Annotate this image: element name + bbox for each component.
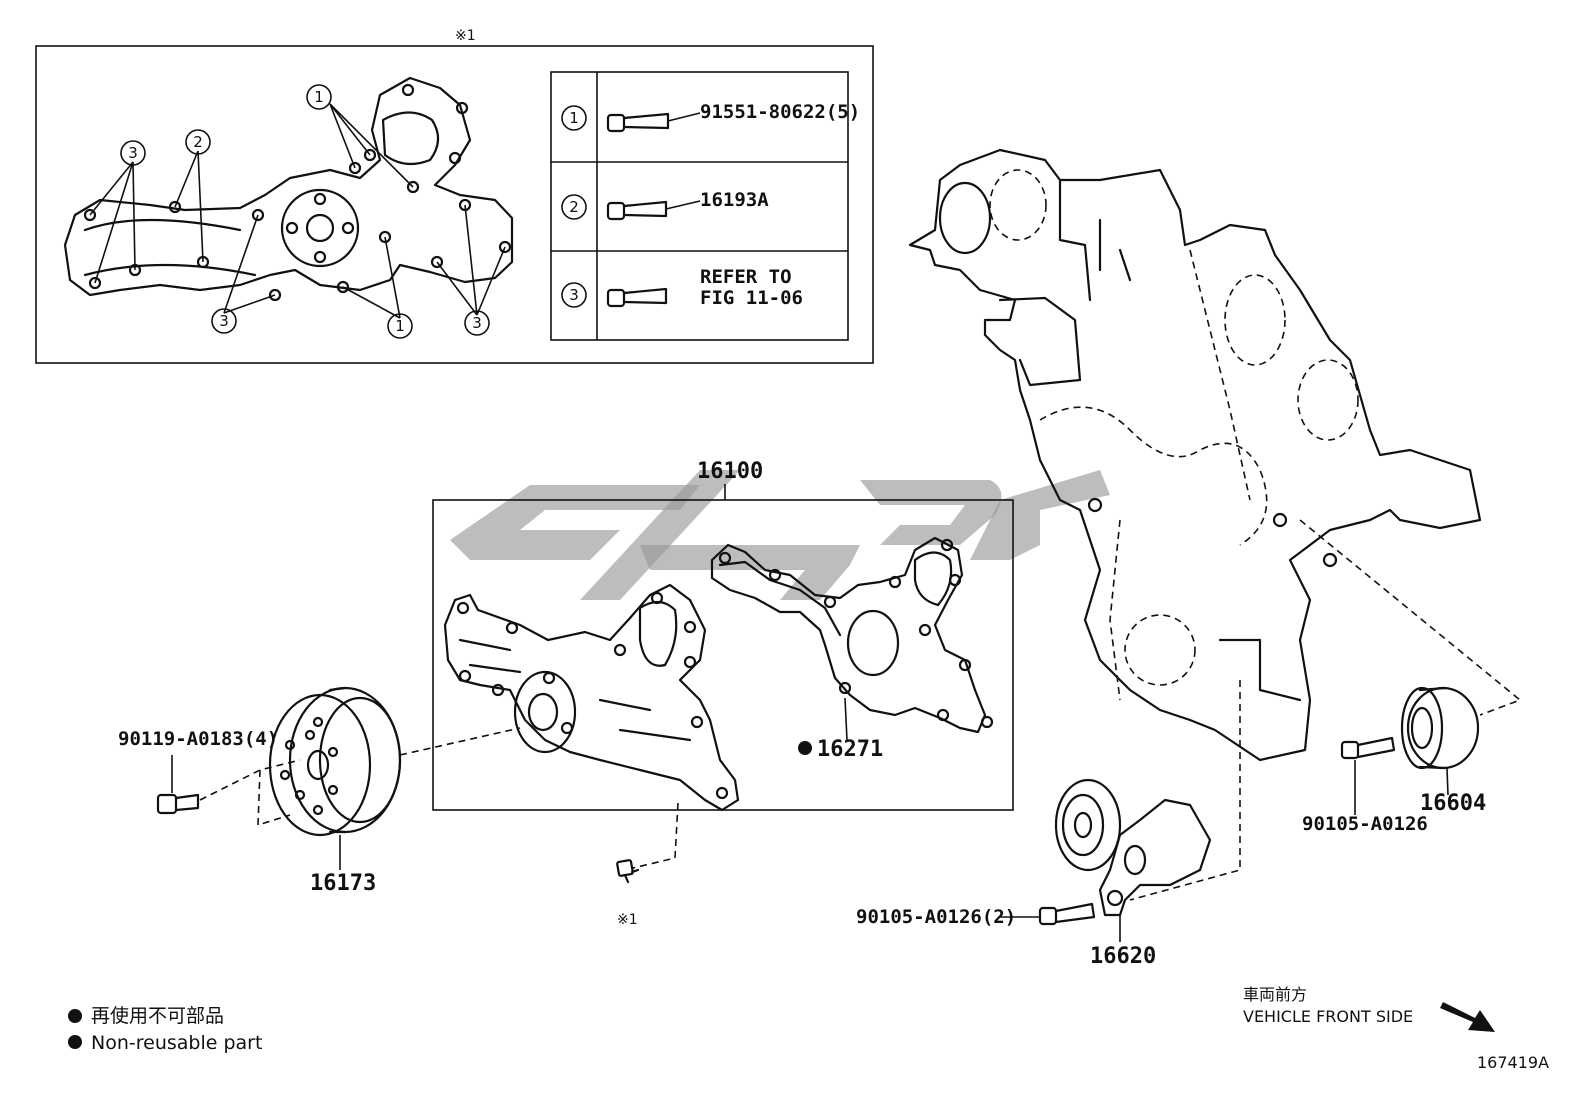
front-arrow-icon [1440,1002,1495,1032]
pulley-bolt-path [199,759,301,827]
part-label-16271: 16271 [817,737,883,762]
figure-id: 167419A [1477,1053,1549,1072]
engine-timing-cover [908,148,1482,762]
bolt-icon [606,287,668,308]
idler-pulley: 16604 [1299,519,1522,816]
pulley-centerline [399,727,521,756]
pump-bolt-marker: ※1 [617,912,638,928]
table-part-1: 91551-80622(5) [700,101,860,123]
direction-japanese: 車両前方 [1243,985,1307,1004]
vehicle-front-direction: 車両前方 VEHICLE FRONT SIDE 167419A [1243,985,1549,1072]
callout-table: 1 2 3 91551-80622(5) 16193A REFER TO [550,71,860,341]
detail-callouts: 1 3 2 3 1 3 [89,84,506,339]
watermark-logo [450,470,1110,600]
part-label-16604: 16604 [1420,791,1486,816]
part-label-16173: 16173 [310,871,376,896]
detail-frame [35,45,874,364]
non-reusable-dot [798,741,812,755]
part-label-16620: 16620 [1090,944,1156,969]
legend: 再使用不可部品 Non-reusable part [68,1005,262,1054]
part-label-16100: 16100 [697,459,763,484]
tensioner-bolt: 90105-A0126(2) [856,902,1096,928]
callout-3-bottom-left: 3 [219,312,229,330]
pump-pulley [268,686,402,837]
idler-bolt: 90105-A0126 [1302,736,1428,835]
part-label-90105-idler: 90105-A0126 [1302,813,1428,835]
legend-english: Non-reusable part [91,1032,262,1054]
callout-1-top: 1 [314,88,324,106]
table-part-2: 16193A [700,189,769,211]
table-key-1: 1 [569,109,579,127]
legend-japanese: 再使用不可部品 [91,1005,224,1027]
gasket [710,536,994,734]
belt-tensioner: 16620 [1054,680,1241,969]
callout-3-left: 3 [128,144,138,162]
pulley-bolt: 90119-A0183(4) [118,728,278,815]
detail-box: ※1 [35,28,874,364]
table-part-3-line2: FIG 11-06 [700,287,803,309]
water-pump-assy-group: 16100 [432,459,1014,812]
water-pump [443,583,740,812]
table-part-3-line1: REFER TO [700,266,792,288]
detail-marker: ※1 [455,28,476,44]
part-label-90105-tensioner: 90105-A0126(2) [856,906,1016,928]
bolt-icon [606,200,701,221]
bolt-icon [606,112,701,133]
callout-3-right: 3 [472,314,482,332]
table-key-3: 3 [569,286,579,304]
direction-english: VEHICLE FRONT SIDE [1243,1007,1413,1026]
table-key-2: 2 [569,198,579,216]
callout-2: 2 [193,133,203,151]
detail-pump-drawing [63,76,514,302]
part-label-90119: 90119-A0183(4) [118,728,278,750]
callout-1-bottom: 1 [395,317,405,335]
pump-bolt: ※1 [616,802,679,928]
